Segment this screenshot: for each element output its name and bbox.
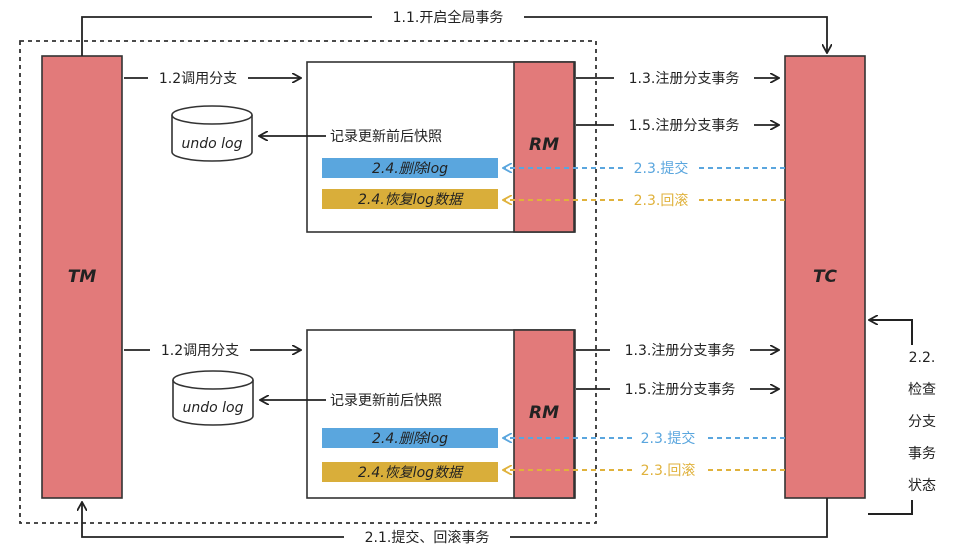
branch-1-restore-bar	[322, 189, 498, 209]
branch-2-commit-label: 2.3.提交	[641, 430, 696, 447]
branch-2: RM 1.2调用分支 undo log 记录更新前后快照 2.4.删除log 2…	[124, 329, 785, 499]
tm-label: TM	[68, 267, 97, 287]
branch-1-rm-label: RM	[529, 135, 559, 155]
top-label-bg	[372, 6, 524, 28]
branch-2-delete-label: 2.4.删除log	[372, 431, 448, 447]
branch-2-delete-bar	[322, 428, 498, 448]
branch-2-undo-log-db: undo log	[172, 370, 254, 426]
branch-2-call-label: 1.2调用分支	[161, 343, 239, 359]
right-label-bg	[896, 345, 944, 500]
branch-2-restore-label: 2.4.恢复log数据	[358, 465, 464, 481]
branch-2-register-label: 1.3.注册分支事务	[625, 343, 736, 359]
branch-2-report-label: 1.5.注册分支事务	[625, 382, 736, 398]
branch-1-report-label: 1.5.注册分支事务	[629, 118, 740, 134]
branch-2-rollback-label: 2.3.回滚	[641, 462, 696, 479]
branch-1-call-label: 1.2调用分支	[159, 71, 237, 87]
branch-2-snapshot-label: 记录更新前后快照	[330, 392, 442, 409]
branch-2-undo-log-label: undo log	[183, 400, 244, 416]
branch-1-register-label: 1.3.注册分支事务	[629, 71, 740, 87]
branch-1-delete-label: 2.4.删除log	[372, 161, 448, 177]
svg-text:2.2.: 2.2.	[909, 350, 936, 366]
branch-1-undo-log-label: undo log	[182, 136, 243, 152]
check-status-label: 2.2. 检查 分支 事务 状态	[908, 350, 936, 494]
branch-1-undo-log-db: undo log	[171, 105, 253, 162]
tc-column	[784, 55, 866, 499]
branch-2-restore-bar	[322, 462, 498, 482]
svg-text:分支: 分支	[908, 414, 936, 430]
commit-rollback-label: 2.1.提交、回滚事务	[365, 529, 490, 546]
branch-1-delete-bar	[322, 158, 498, 178]
branch-1-commit-label: 2.3.提交	[634, 160, 689, 177]
branch-1-restore-label: 2.4.恢复log数据	[358, 192, 464, 208]
begin-global-tx-label: 1.1.开启全局事务	[393, 9, 504, 26]
branch-2-rm-label: RM	[529, 403, 559, 423]
bottom-label-bg	[344, 526, 510, 548]
svg-text:状态: 状态	[908, 478, 936, 494]
svg-text:检查: 检查	[908, 382, 936, 398]
tc-label: TC	[813, 267, 838, 287]
branch-1-rm-block	[513, 61, 575, 233]
service-boundary	[19, 40, 597, 524]
branch-1: RM 1.2调用分支 undo log 记录更新前后快照 2.4.删除log 2…	[124, 61, 785, 233]
branch-1-rollback-label: 2.3.回滚	[634, 192, 689, 209]
svg-text:事务: 事务	[908, 446, 936, 462]
branch-1-snapshot-label: 记录更新前后快照	[330, 128, 442, 145]
